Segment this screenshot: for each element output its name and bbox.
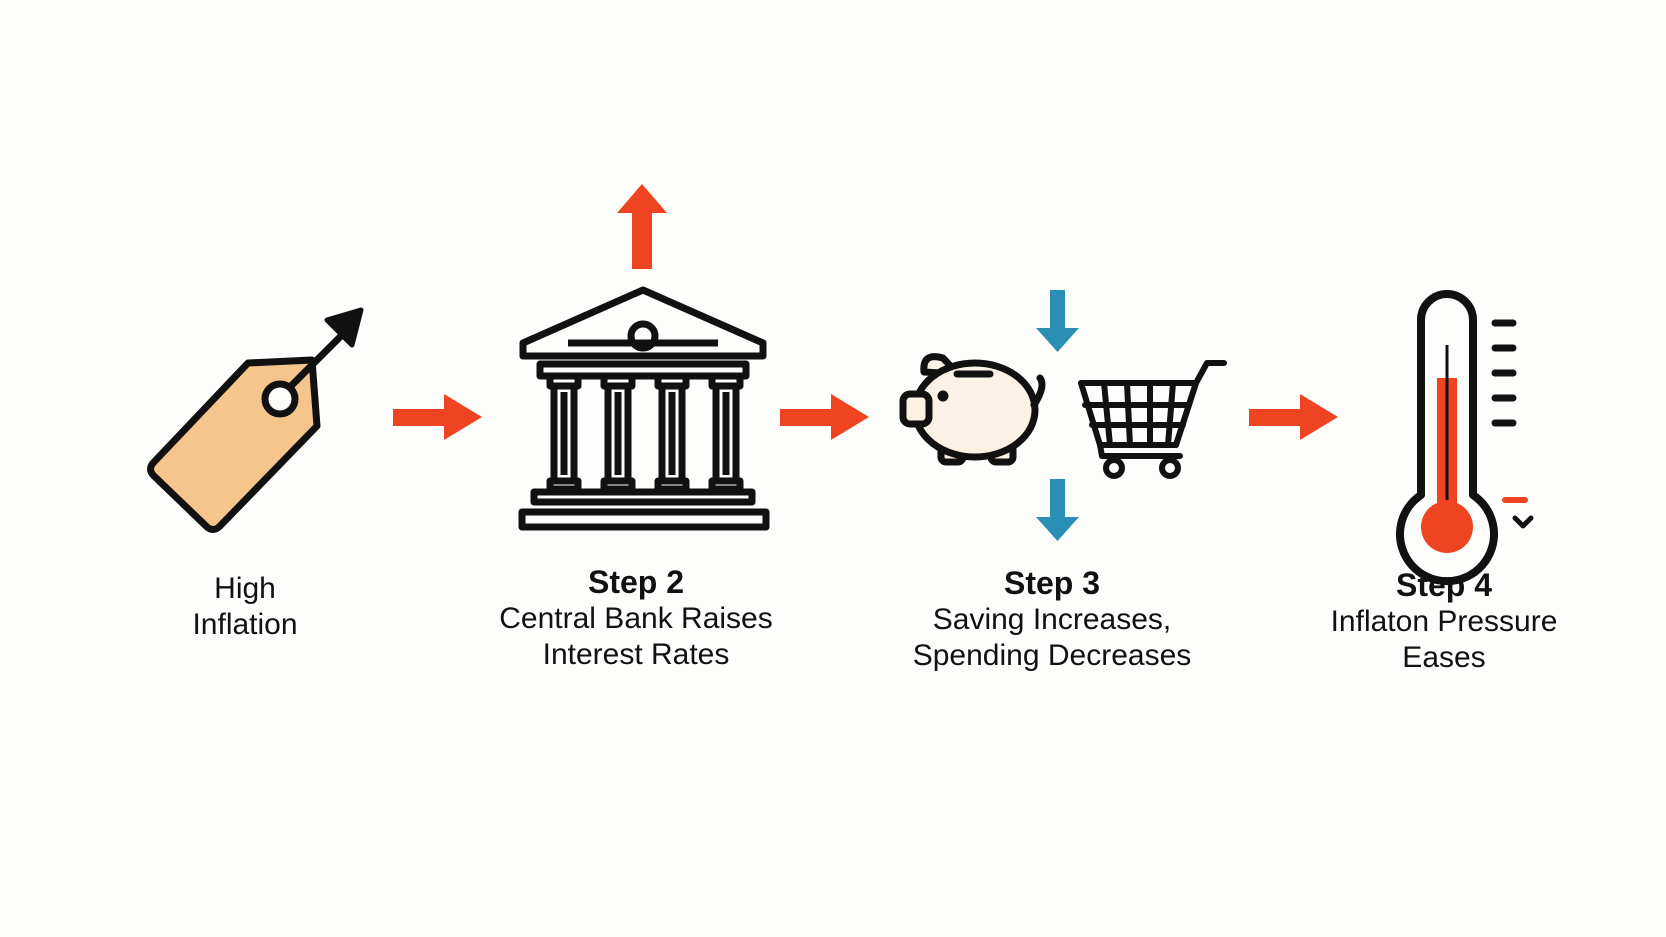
step-1-line-1: High	[214, 572, 276, 605]
step-2-label: Step 2 Central Bank Raises Interest Rate…	[499, 563, 772, 673]
step-2-title: Step 2	[587, 564, 685, 600]
saving-down-arrow-icon	[1036, 290, 1079, 352]
step-2-line-1: Central Bank Raises	[499, 602, 773, 635]
flow-arrow-1	[393, 394, 482, 440]
step-3-label: Step 3 Saving Increases, Spending Decrea…	[913, 564, 1192, 674]
flow-arrow-2	[780, 394, 869, 440]
mercury-bulb	[1421, 501, 1473, 553]
step-3-line-1: Saving Increases,	[932, 603, 1172, 636]
step-1-label: High Inflation	[192, 571, 297, 643]
shopping-cart-icon	[1078, 360, 1227, 479]
step-1-line-2: Inflation	[192, 608, 298, 641]
bank-building-icon	[518, 286, 770, 531]
flow-arrow-3	[1249, 394, 1338, 440]
thermometer-icon	[1396, 290, 1534, 586]
step-3-line-2: Spending Decreases	[912, 639, 1192, 672]
bank-columns	[546, 372, 744, 493]
step-4-line-1: Inflaton Pressure	[1330, 605, 1558, 638]
step-4-line-2: Eases	[1402, 641, 1486, 674]
tag-hole-icon	[261, 380, 299, 418]
step-3-title: Step 3	[1003, 565, 1101, 601]
thermometer-scale	[1491, 319, 1517, 427]
easing-chevron-icon	[1512, 515, 1534, 529]
price-tag-up-arrow-icon	[147, 307, 364, 533]
step-4-label: Step 4 Inflaton Pressure Eases	[1331, 566, 1558, 676]
rates-up-arrow-icon	[617, 184, 667, 269]
step-4-title: Step 4	[1395, 567, 1493, 603]
step-2-line-2: Interest Rates	[542, 638, 730, 671]
spending-down-arrow-icon	[1036, 479, 1079, 541]
rising-arrow-icon	[324, 307, 364, 348]
piggy-bank-icon	[899, 353, 1046, 466]
